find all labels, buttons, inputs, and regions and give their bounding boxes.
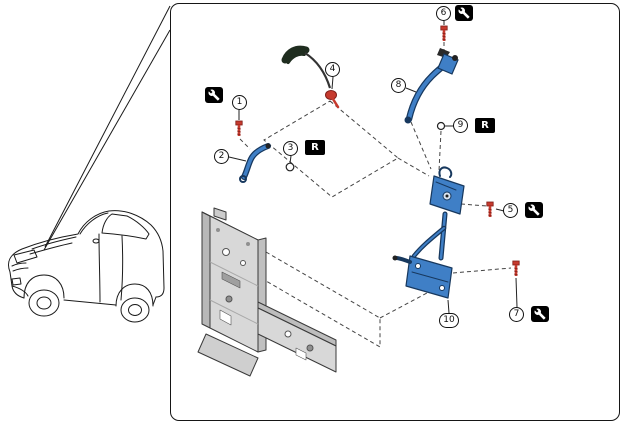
callout-8-label: 8 [395,80,402,90]
callout-3[interactable]: 3 [283,141,298,156]
diagram-panel [170,3,620,421]
callout-10-label: 10 [443,315,455,325]
locator-ring-3 [285,162,295,172]
callout-7-label: 7 [513,309,520,319]
callout-9[interactable]: 9 [453,118,468,133]
callout-2-label: 2 [218,151,225,161]
reuse-badge-9: R [475,118,495,133]
callout-10[interactable]: 10 [439,313,459,328]
fastener-bolts [235,25,520,276]
reuse-badge-3-label: R [311,142,319,153]
leader-lines [228,21,518,314]
hood-lock-support-rod [404,48,459,124]
locator-ring-9 [436,121,446,131]
callout-7[interactable]: 7 [509,307,524,322]
radiator-support-bracket [197,207,337,377]
callout-2[interactable]: 2 [214,149,229,164]
bolt-1 [235,120,243,136]
callout-5[interactable]: 5 [503,203,518,218]
service-wrench-badge-1 [205,87,223,103]
cable-grommet [325,90,337,100]
callout-5-label: 5 [507,205,514,215]
wrench-icon [528,204,540,216]
callout-1-label: 1 [236,97,243,107]
service-wrench-badge-5 [525,202,543,218]
callout-4[interactable]: 4 [325,62,340,77]
callout-4-label: 4 [329,64,336,74]
bolt-5 [486,201,494,217]
bolt-6 [440,25,448,41]
service-wrench-badge-7 [531,306,549,322]
reuse-badge-3: R [305,140,325,155]
callout-1[interactable]: 1 [232,95,247,110]
hood-release-cable-and-grommet [281,45,340,109]
callout-6[interactable]: 6 [436,6,451,21]
hood-lock-assembly [392,166,465,299]
wrench-icon [208,89,220,101]
reuse-badge-9-label: R [481,120,489,131]
vehicle-outline [8,210,165,323]
callout-8[interactable]: 8 [391,78,406,93]
callout-3-label: 3 [287,143,294,153]
service-wrench-badge-6 [455,5,473,21]
bolt-7 [512,260,520,276]
zoom-wedge-lines [43,5,171,251]
cable-end-bracket [239,143,271,183]
callout-6-label: 6 [440,8,447,18]
alignment-dash-lines [239,42,512,348]
callout-9-label: 9 [457,120,464,130]
wrench-icon [534,308,546,320]
wrench-icon [458,7,470,19]
